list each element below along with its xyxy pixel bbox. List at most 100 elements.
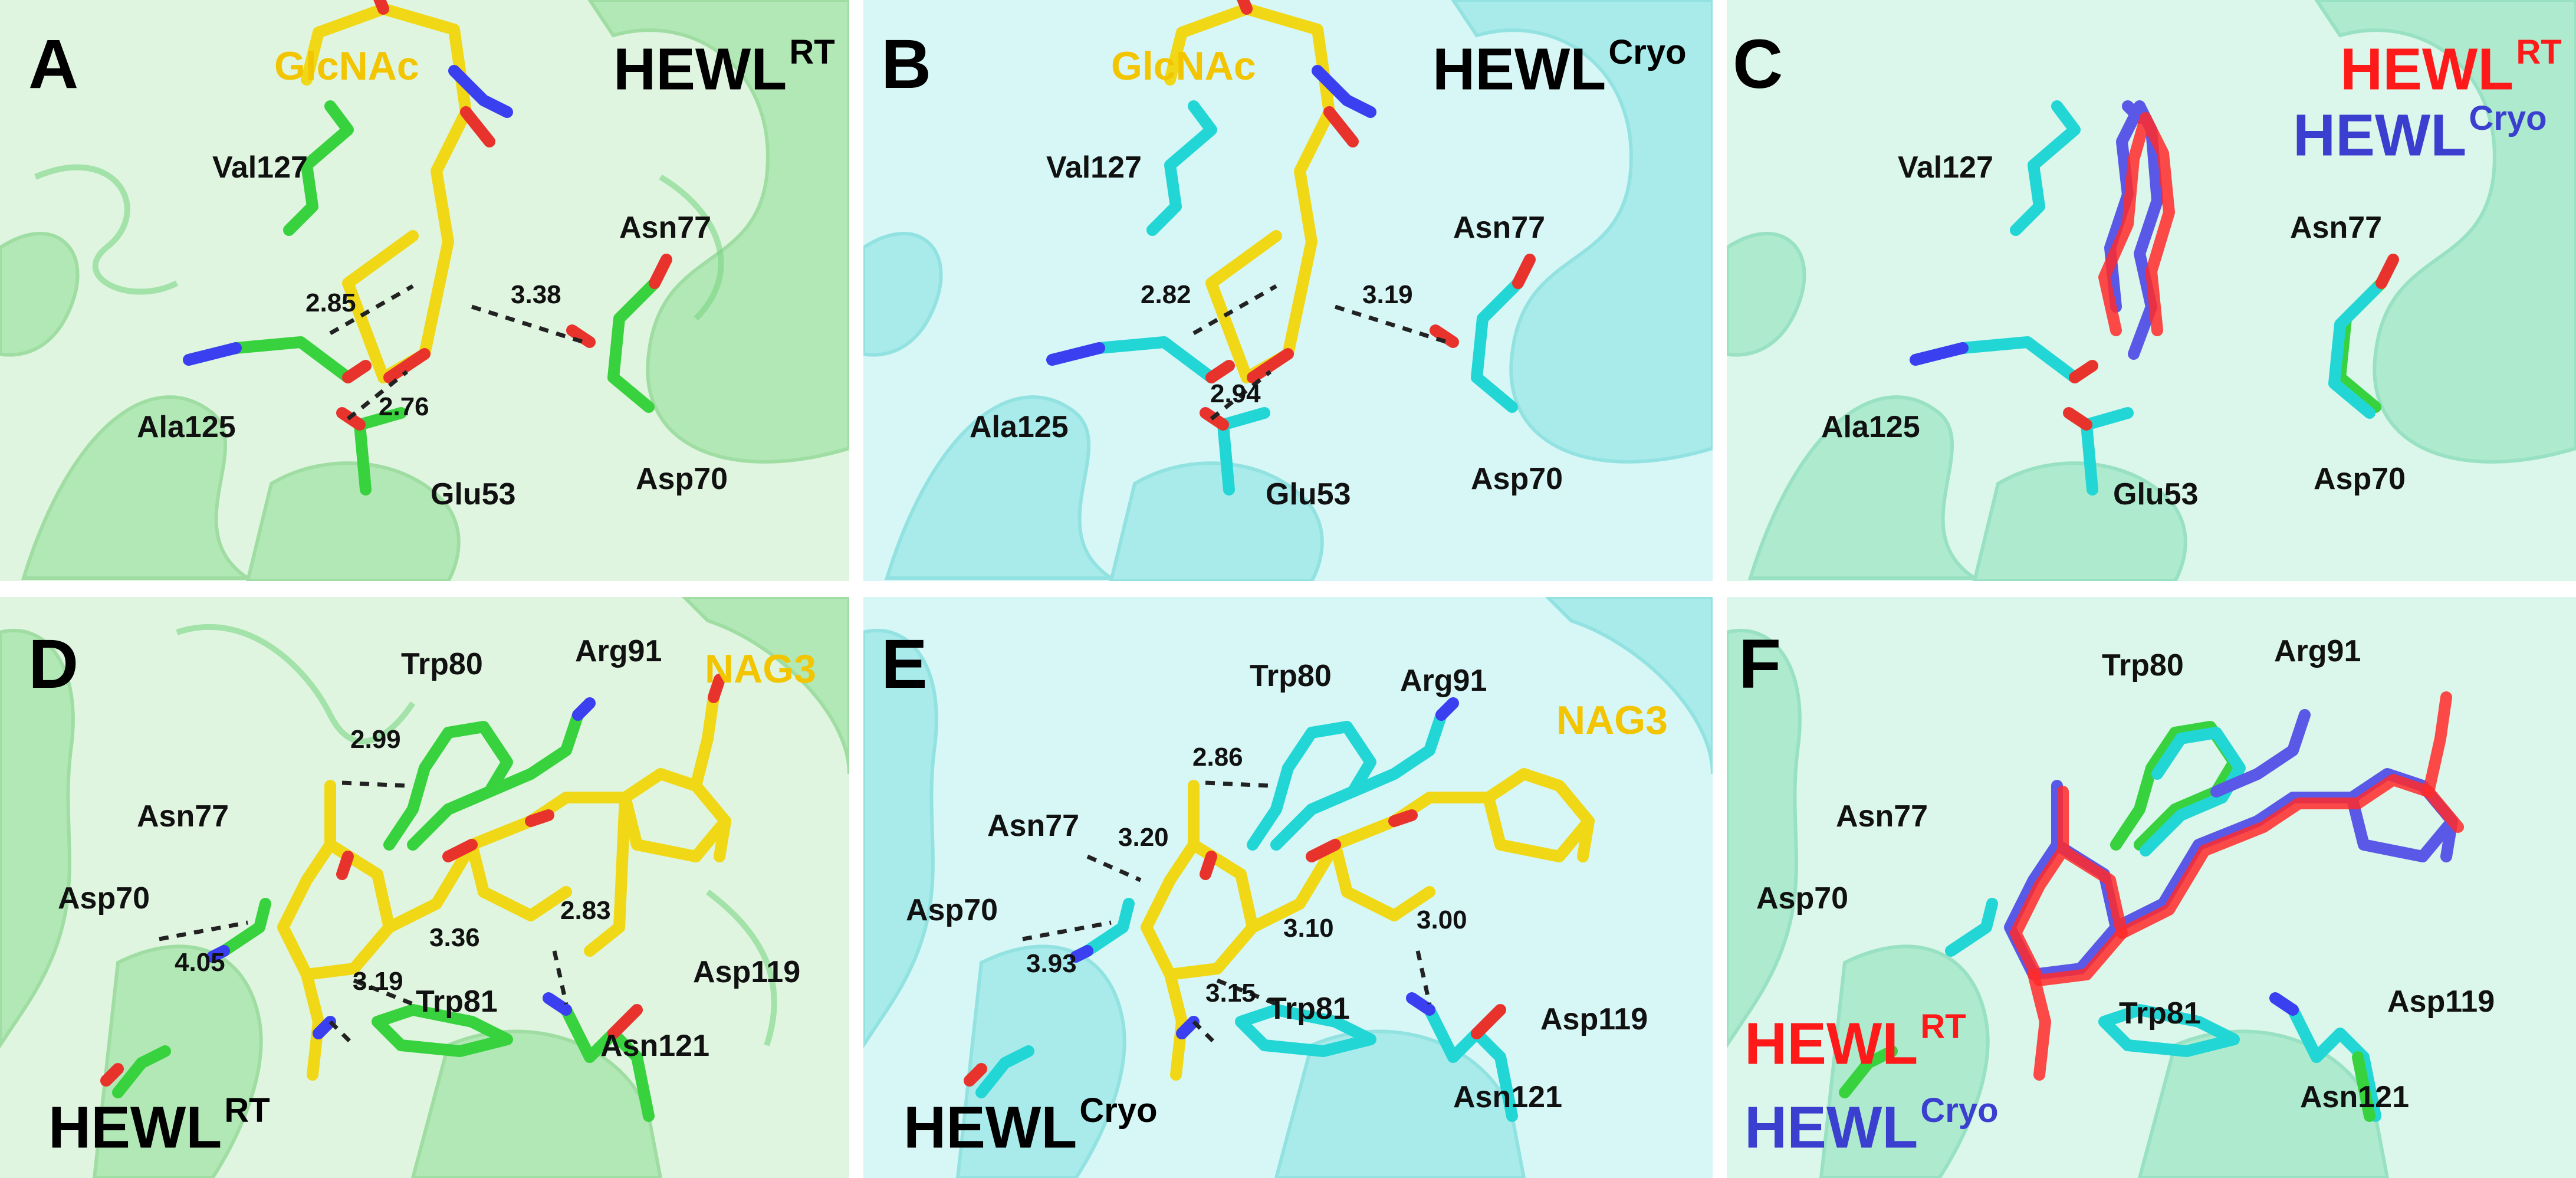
legend-hewl-cryo: HEWLCryo <box>2293 101 2547 165</box>
residue-label: Asp70 <box>1756 881 1849 916</box>
distance-label: 2.85 <box>305 288 356 317</box>
residue-label: Val127 <box>212 150 308 185</box>
panel-d: D NAG3 Trp80 Arg91 Asn77 Asp70 Trp81 Asp… <box>0 597 849 1178</box>
residue-label: Asp70 <box>58 881 150 916</box>
residue-label: Asp70 <box>2314 462 2406 496</box>
structure-tag: HEWLCryo <box>903 1094 1158 1157</box>
residue-label: Asp119 <box>2387 985 2495 1019</box>
residue-label: Trp81 <box>2119 996 2201 1031</box>
legend-cryo-sup: Cryo <box>2469 99 2547 137</box>
residue-label: Asn77 <box>1836 799 1928 834</box>
distance-label: 2.82 <box>1141 280 1191 309</box>
residue-label: Ala125 <box>137 410 236 444</box>
legend-hewl-rt: HEWLRT <box>1744 1010 1966 1074</box>
residue-label: Trp80 <box>1250 659 1332 693</box>
residue-label: Ala125 <box>970 410 1069 444</box>
residue-label: Asp119 <box>1540 1002 1648 1036</box>
distance-label: 2.83 <box>560 896 611 925</box>
panel-letter: E <box>881 625 928 703</box>
residue-label: Asn121 <box>1453 1080 1562 1114</box>
distance-label: 3.36 <box>429 923 480 952</box>
structure-tag-text: HEWL <box>903 1094 1077 1161</box>
residue-label: Arg91 <box>2274 634 2361 668</box>
panel-letter: B <box>881 25 932 103</box>
distance-label: 3.19 <box>1362 280 1413 309</box>
panel-letter: C <box>1733 25 1783 103</box>
residue-label: Glu53 <box>431 477 516 511</box>
residue-label: Asn121 <box>600 1029 709 1063</box>
legend-hewl-rt: HEWLRT <box>2340 35 2562 99</box>
ligand-label: NAG3 <box>705 647 816 691</box>
panel-letter: A <box>28 25 79 103</box>
residue-label: Arg91 <box>1400 664 1487 698</box>
panel-letter: F <box>1739 625 1782 703</box>
ligand-label: GlcNAc <box>1111 44 1256 88</box>
legend-rt-sup: RT <box>1920 1008 1966 1046</box>
residue-label: Asn77 <box>1453 211 1546 245</box>
structure-tag-text: HEWL <box>1432 36 1606 103</box>
distance-label: 4.05 <box>175 948 225 977</box>
residue-label: Asn77 <box>2290 211 2383 245</box>
distance-label: 3.19 <box>353 967 403 996</box>
ligand-label: GlcNAc <box>274 44 419 88</box>
distance-label: 3.15 <box>1205 979 1256 1008</box>
legend-cryo-sup: Cryo <box>1920 1091 1999 1130</box>
structure-tag: HEWLCryo <box>1432 35 1687 99</box>
panel-f: F Trp80 Arg91 Asn77 Asp70 Trp81 Asp119 A… <box>1727 597 2576 1178</box>
distance-label: 2.94 <box>1210 379 1261 408</box>
structure-tag-sup: RT <box>789 33 835 71</box>
panel-c: C HEWLRT HEWLCryo Val127 Asn77 Ala125 Gl… <box>1727 0 2576 581</box>
panel-c-structure <box>1727 0 2576 581</box>
residue-label: Arg91 <box>575 634 662 668</box>
structure-tag-text: HEWL <box>48 1094 222 1161</box>
residue-label: Asn77 <box>619 211 712 245</box>
residue-label: Asp70 <box>1471 462 1563 496</box>
residue-label: Asp119 <box>693 955 801 989</box>
panel-letter: D <box>28 625 79 703</box>
structure-tag-sup: Cryo <box>1608 33 1687 71</box>
panel-f-structure <box>1727 597 2576 1178</box>
residue-label: Glu53 <box>1266 477 1351 511</box>
residue-label: Val127 <box>1046 150 1142 185</box>
distance-label: 3.20 <box>1118 823 1169 852</box>
residue-label: Asp70 <box>636 462 728 496</box>
legend-cryo-text: HEWL <box>2293 102 2467 169</box>
residue-label: Asp70 <box>906 893 998 927</box>
panel-b: B GlcNAc HEWLCryo Val127 Asn77 Ala125 Gl… <box>863 0 1713 581</box>
distance-label: 3.38 <box>511 280 561 309</box>
ligand-label: NAG3 <box>1556 698 1668 743</box>
structure-tag-sup: RT <box>224 1091 270 1130</box>
residue-label: Glu53 <box>2113 477 2199 511</box>
panel-e: E NAG3 Trp80 Arg91 Asn77 Asp70 Trp81 Asp… <box>863 597 1713 1178</box>
legend-rt-text: HEWL <box>2340 36 2514 103</box>
panel-d-structure <box>0 597 849 1178</box>
distance-label: 3.93 <box>1026 949 1077 978</box>
panel-b-structure <box>863 0 1713 581</box>
legend-rt-sup: RT <box>2516 33 2562 71</box>
residue-label: Trp81 <box>1268 992 1350 1026</box>
residue-label: Asn77 <box>987 809 1080 843</box>
legend-hewl-cryo: HEWLCryo <box>1744 1094 1999 1157</box>
distance-label: 2.99 <box>350 725 401 754</box>
structure-tag: HEWLRT <box>613 35 835 99</box>
panel-a-structure <box>0 0 849 581</box>
legend-cryo-text: HEWL <box>1744 1094 1918 1161</box>
distance-label: 3.00 <box>1417 905 1467 934</box>
structure-tag-text: HEWL <box>613 36 787 103</box>
distance-label: 2.76 <box>379 392 429 421</box>
structure-tag: HEWLRT <box>48 1094 270 1157</box>
distance-label: 3.10 <box>1283 914 1334 943</box>
residue-label: Val127 <box>1898 150 1993 185</box>
distance-label: 2.86 <box>1192 743 1243 772</box>
residue-label: Asn121 <box>2300 1080 2409 1114</box>
residue-label: Trp81 <box>416 985 498 1019</box>
residue-label: Asn77 <box>137 799 229 834</box>
residue-label: Trp80 <box>2102 648 2184 682</box>
panel-e-structure <box>863 597 1713 1178</box>
legend-rt-text: HEWL <box>1744 1010 1918 1077</box>
residue-label: Ala125 <box>1821 410 1920 444</box>
residue-label: Trp80 <box>401 647 483 681</box>
structure-tag-sup: Cryo <box>1079 1091 1158 1130</box>
panel-a: A GlcNAc HEWLRT Val127 Asn77 Ala125 Glu5… <box>0 0 849 581</box>
